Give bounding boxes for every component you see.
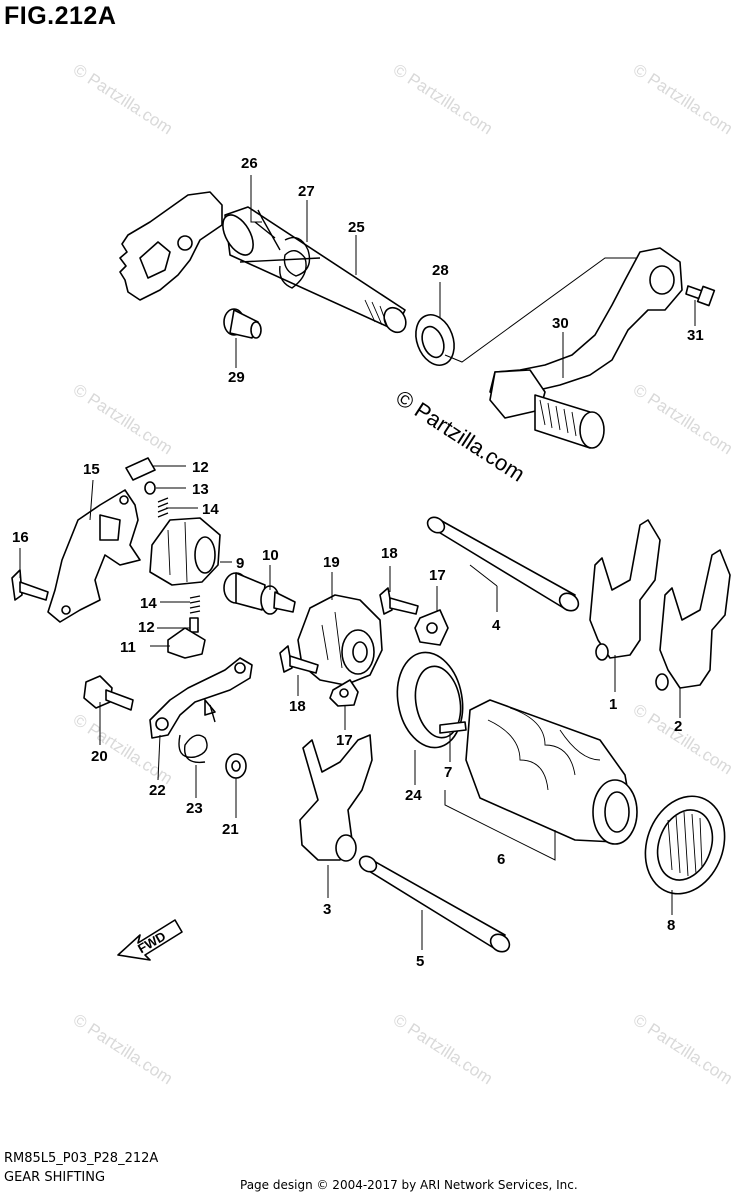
bolt-29-part[interactable] [223,308,262,339]
shaft-rod-4-part[interactable] [425,514,582,614]
callout-30: 30 [552,315,569,332]
callout-28: 28 [432,262,449,279]
callout-12a: 12 [192,459,209,476]
callout-1: 1 [609,696,617,713]
callout-4: 4 [492,617,501,634]
callout-17b: 17 [336,732,353,749]
oil-seal-part[interactable] [409,309,461,370]
fwd-direction-arrow [117,919,183,961]
pin-7-part[interactable] [439,721,467,734]
shift-fork-3-part[interactable] [299,734,373,862]
callout-19: 19 [323,554,340,571]
callout-26: 26 [241,155,258,172]
bearing-8-part[interactable] [632,785,738,905]
pedal-bolt-part[interactable] [685,285,716,307]
gearshift-pedal-part[interactable] [489,247,683,449]
callout-21: 21 [222,821,239,838]
washer-21-part[interactable] [225,753,247,779]
shift-fork-2-part[interactable] [655,549,731,691]
callout-12b: 12 [138,619,155,636]
callout-labels: 26 27 25 28 29 30 31 15 16 12 13 14 9 10… [12,155,704,970]
spring-13-part[interactable] [144,481,156,495]
figure-code: RM85L5_P03_P28_212A [4,1151,159,1166]
shift-fork-1-part[interactable] [589,519,661,661]
pin-12-part[interactable] [125,457,156,481]
callout-31: 31 [687,327,704,344]
callout-5: 5 [416,953,424,970]
shaft-rod-5-part[interactable] [357,853,513,955]
callout-14b: 14 [140,595,157,612]
callout-27: 27 [298,183,315,200]
callout-6: 6 [497,851,505,868]
pawl-11-part[interactable] [167,627,206,659]
bolt-16-part[interactable] [11,569,49,601]
shaft-to-pedal-line [444,257,640,363]
callout-24: 24 [405,787,422,804]
spring-14-part[interactable] [157,497,169,518]
washer-17-part[interactable] [414,609,449,646]
screw-18-part[interactable] [379,587,419,615]
callout-23: 23 [186,800,203,817]
stopper-plate-part[interactable] [47,489,141,623]
callout-16: 16 [12,529,29,546]
spring-23-part[interactable] [178,704,216,764]
callout-15: 15 [83,461,100,478]
screw-18b-part[interactable] [279,645,319,674]
callout-3: 3 [323,901,331,918]
callout-8: 8 [667,917,675,934]
callout-2: 2 [674,718,682,735]
cam-9-part[interactable] [149,517,221,586]
callout-7: 7 [444,764,452,781]
callout-29: 29 [228,369,245,386]
spring-14b-part[interactable] [189,595,201,614]
leader-lines [19,175,696,950]
callout-22: 22 [149,782,166,799]
callout-9: 9 [236,555,244,572]
pin-12b-part[interactable] [189,617,199,633]
bolt-20-part[interactable] [83,675,134,711]
bearing-24-part[interactable] [390,647,470,753]
shift-shaft-part[interactable] [119,191,410,336]
shift-drum-6-part[interactable] [465,699,638,845]
gearshift-arm-22-part[interactable] [149,657,253,739]
callout-25: 25 [348,219,365,236]
copyright-text: Page design © 2004-2017 by ARI Network S… [240,1178,578,1192]
shift-shaft-spring-part[interactable] [239,209,321,289]
bolt-10-part[interactable] [223,572,296,615]
figure-title: FIG.212A [4,2,117,30]
washer-17b-part[interactable] [329,679,359,707]
cam-guide-19-part[interactable] [297,594,383,686]
callout-18b: 18 [289,698,306,715]
callout-10: 10 [262,547,279,564]
callout-18a: 18 [381,545,398,562]
figure-name: GEAR SHIFTING [4,1170,106,1185]
callout-17a: 17 [429,567,446,584]
callout-13: 13 [192,481,209,498]
callout-11: 11 [120,639,136,656]
callout-14a: 14 [202,501,219,518]
callout-20: 20 [91,748,108,765]
